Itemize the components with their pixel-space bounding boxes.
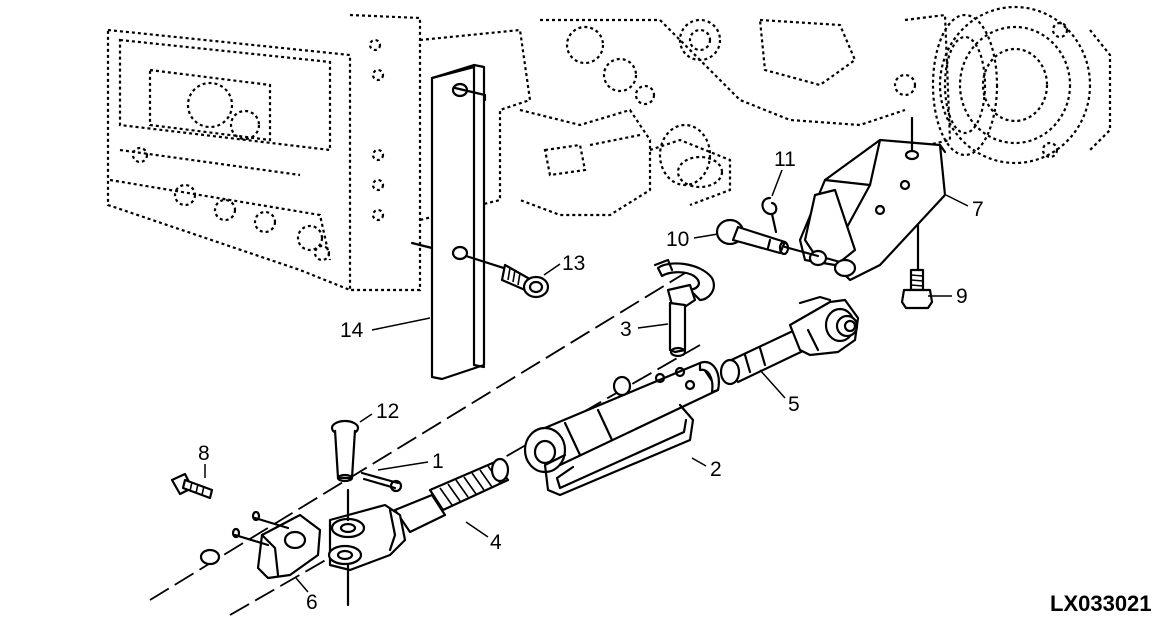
callout-10: 10	[666, 228, 689, 251]
callout-2: 2	[710, 458, 722, 481]
callout-11: 11	[774, 148, 796, 171]
ground-reference-line	[149, 269, 691, 601]
tractor-housing-outline	[106, 5, 1112, 292]
part-1-cotter-pin	[360, 471, 403, 493]
callout-13: 13	[562, 252, 585, 275]
callout-4: 4	[490, 531, 502, 554]
part-10-pin	[715, 218, 820, 258]
part-8-bolt	[170, 472, 214, 500]
part-14-plate	[410, 63, 487, 381]
callout-8: 8	[198, 442, 210, 465]
callout-9: 9	[956, 285, 968, 308]
callout-12: 12	[376, 400, 399, 423]
drawing-code: LX033021	[1050, 591, 1152, 616]
part-12-pin	[330, 419, 360, 483]
part-6-retainer	[199, 510, 322, 580]
callout-6: 6	[306, 591, 318, 614]
callout-7: 7	[972, 198, 984, 221]
callout-5: 5	[788, 393, 800, 416]
part-4-threaded-clevis	[327, 457, 510, 607]
callout-3: 3	[620, 318, 632, 341]
part-7-bracket	[798, 116, 947, 282]
callout-labels: 1 2 3 4 5 6 7 8 9 10 11 12 13 14	[198, 148, 984, 614]
part-13-bolt	[464, 254, 550, 299]
callout-14: 14	[340, 319, 364, 342]
callout-leaders	[204, 169, 969, 593]
part-3-pin	[653, 258, 715, 358]
part-5-top-link-end	[719, 295, 860, 386]
part-11-clip	[761, 196, 778, 234]
part-9-bolt	[900, 268, 934, 310]
callout-1: 1	[432, 450, 444, 473]
part-2-adjusting-tube	[523, 360, 720, 497]
